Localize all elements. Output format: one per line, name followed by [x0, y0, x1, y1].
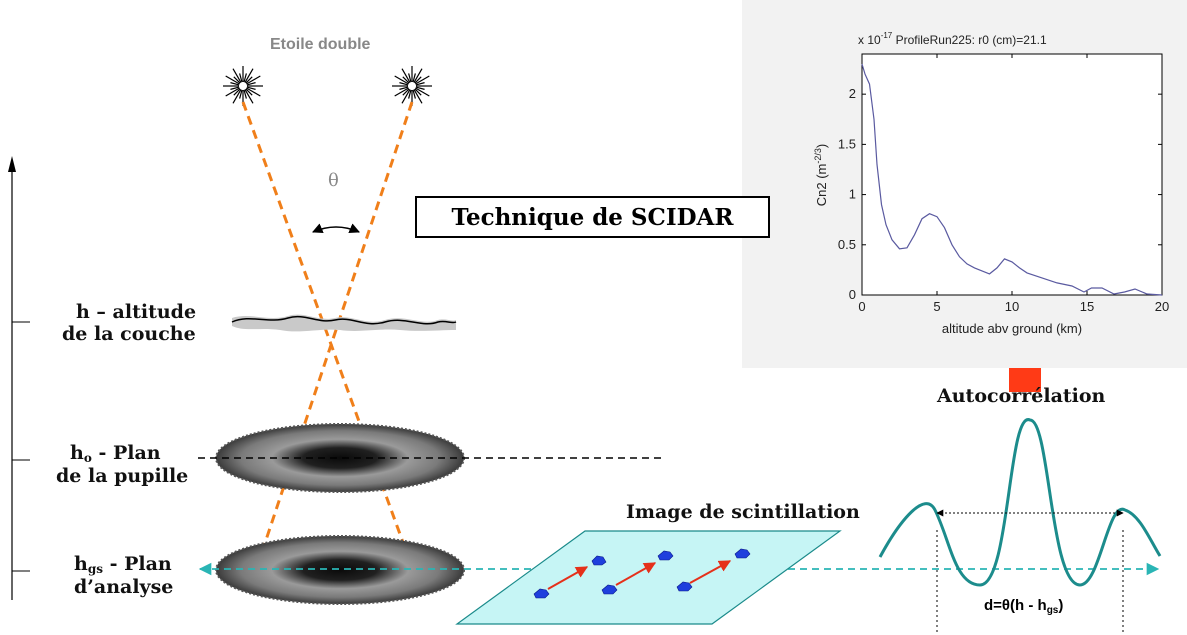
pupil-plane-line1: ho - Plan	[70, 442, 161, 465]
star-ray	[244, 68, 254, 83]
star-ray	[399, 82, 409, 86]
speckle-blob	[734, 548, 751, 559]
plot-area	[861, 53, 1163, 296]
chart-x-axis-label: altitude abv ground (km)	[942, 321, 1082, 336]
autocorrelation-label: Autocorrélation	[937, 385, 1106, 407]
x-tick-label: 0	[858, 299, 865, 314]
star-ray	[230, 86, 240, 90]
altitude-axis	[8, 156, 30, 600]
star-ray	[415, 82, 425, 86]
speckle-blob	[657, 550, 674, 561]
analysis-plane-image	[215, 535, 465, 605]
chart-y-axis-label: Cn2 (m-2/3)	[813, 144, 829, 206]
star-ray	[408, 89, 412, 99]
star-ray	[243, 73, 247, 83]
star-ray	[225, 87, 240, 97]
star-ray	[414, 88, 422, 96]
speckle-blob	[591, 555, 607, 566]
y-tick-label: 0	[849, 287, 856, 302]
star-ray	[239, 73, 243, 83]
y-tick-label: 0.5	[838, 237, 856, 252]
x-tick-label: 10	[1005, 299, 1019, 314]
star-ray	[415, 75, 430, 85]
pupil-plane-line2: de la pupille	[56, 464, 189, 487]
star-ray	[244, 89, 254, 104]
speckle-blob	[676, 581, 693, 592]
star-ray	[245, 88, 253, 96]
star-ray	[232, 89, 242, 104]
turbulent-layer	[231, 314, 457, 332]
layer-altitude-label: h – altitude de la couche	[62, 301, 197, 346]
star-ray	[239, 89, 243, 99]
star-ray	[246, 86, 256, 90]
analysis-plane-line1: hgs - Plan	[74, 553, 172, 576]
theta-label: θ	[328, 170, 339, 191]
d-formula-label: d=θ(h - hgs)	[984, 597, 1064, 616]
theta-arc-icon	[312, 223, 360, 234]
star-ray	[413, 89, 423, 104]
y-tick-label: 1.5	[838, 136, 856, 151]
x-tick-label: 15	[1080, 299, 1094, 314]
star-ray	[246, 75, 261, 85]
star-ray	[232, 68, 242, 83]
star-ray	[412, 89, 416, 99]
star-ray	[412, 73, 416, 83]
y-tick-label: 2	[849, 86, 856, 101]
chart-title-exp: x 10-17 ProfileRun225: r0 (cm)=21.1	[858, 31, 1047, 47]
speckle-blob	[533, 588, 550, 599]
cn2-series-line	[861, 63, 1163, 296]
star-ray	[415, 86, 425, 90]
star-ray	[394, 75, 409, 85]
star-ray	[245, 76, 253, 84]
pupil-plane-label: ho - Plan de la pupille	[56, 442, 189, 488]
scintillation-image	[455, 530, 842, 625]
star-ray	[225, 75, 240, 85]
star-ray	[401, 68, 411, 83]
star-ray	[394, 87, 409, 97]
scintillation-label: Image de scintillation	[626, 501, 860, 523]
star-ray	[408, 73, 412, 83]
star-ray	[243, 89, 247, 99]
star-ray	[399, 86, 409, 90]
star-ray	[246, 82, 256, 86]
star-ray	[402, 76, 410, 84]
light-rays	[241, 101, 417, 574]
star-right-icon	[392, 66, 432, 106]
star-ray	[401, 89, 411, 104]
star-ray	[415, 87, 430, 97]
star-ray	[233, 76, 241, 84]
double-star-label: Etoile double	[270, 36, 371, 53]
analysis-plane-label: hgs - Plan d’analyse	[74, 553, 174, 599]
speckle-blob	[601, 584, 618, 595]
star-left-icon	[223, 66, 263, 106]
x-tick-label: 5	[933, 299, 940, 314]
star-ray	[402, 88, 410, 96]
star-ray	[413, 68, 423, 83]
page-title: Technique de SCIDAR	[415, 196, 770, 238]
star-ray	[233, 88, 241, 96]
star-ray	[230, 82, 240, 86]
layer-altitude-line1: h – altitude	[76, 301, 197, 323]
star-ray	[246, 87, 261, 97]
layer-altitude-line2: de la couche	[62, 322, 196, 345]
autocorrelation-curve	[878, 418, 1162, 635]
y-tick-label: 1	[849, 187, 856, 202]
star-ray	[414, 76, 422, 84]
analysis-plane-line2: d’analyse	[74, 575, 174, 598]
x-tick-label: 20	[1155, 299, 1169, 314]
